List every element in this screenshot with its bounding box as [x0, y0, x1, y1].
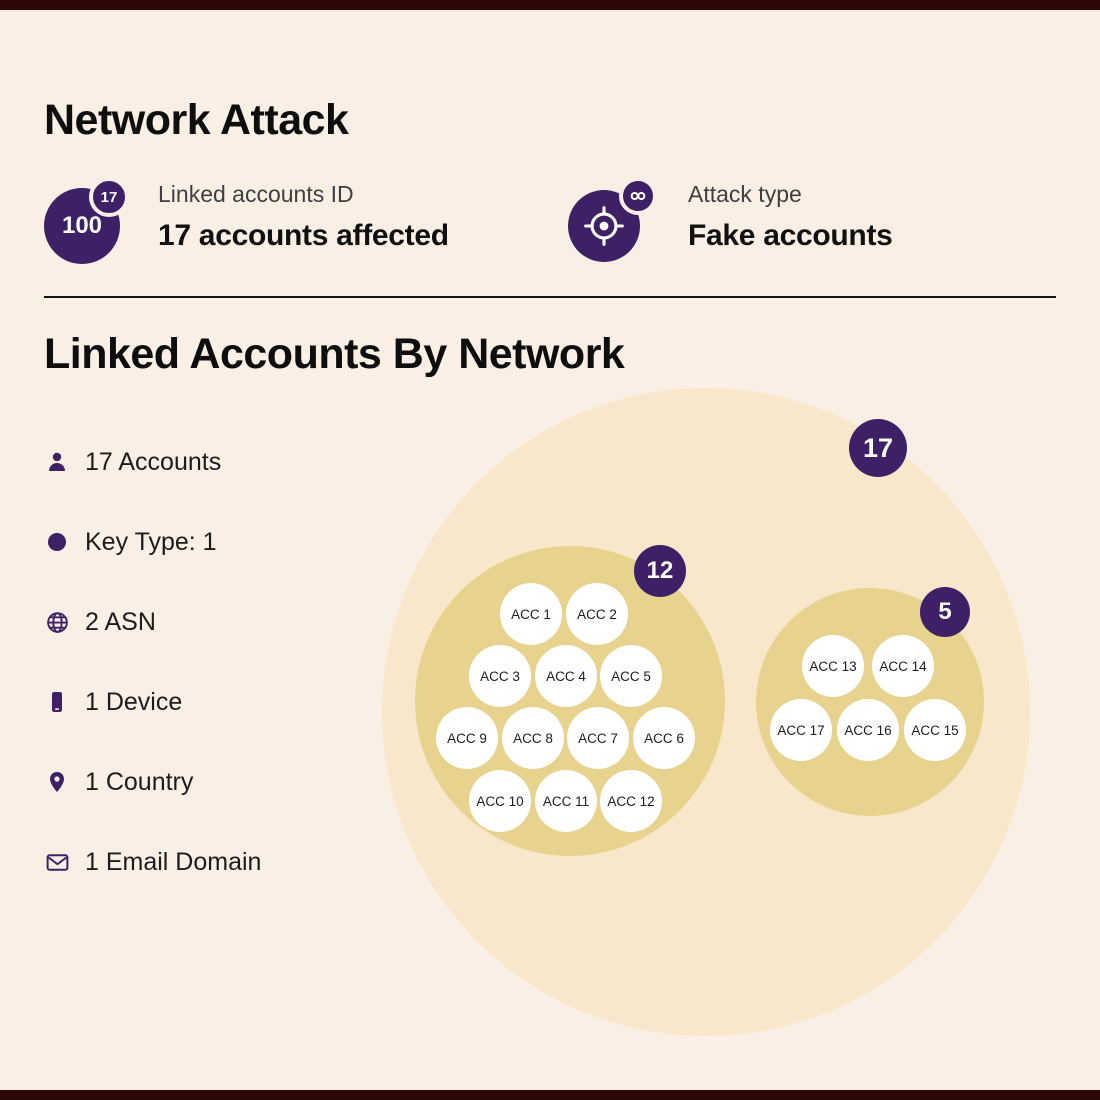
cluster-1-badge: 12 [634, 545, 686, 597]
network-total-badge-value: 17 [862, 432, 894, 463]
target-icon [582, 204, 626, 248]
linked-accounts-label: Linked accounts ID [158, 181, 354, 207]
accounts-count-badge-value: 17 [100, 188, 118, 206]
account-node: ACC 2 [566, 583, 628, 645]
account-node: ACC 15 [904, 699, 966, 761]
legend-item-device: 1 Device [44, 686, 182, 718]
account-node: ACC 13 [802, 635, 864, 697]
account-node: ACC 6 [633, 707, 695, 769]
account-node: ACC 8 [502, 707, 564, 769]
legend-label: 1 Device [85, 687, 183, 716]
accounts-score-value: 100 [61, 212, 103, 239]
account-node: ACC 4 [535, 645, 597, 707]
cluster-2-badge: 5 [920, 587, 970, 637]
accounts-affected-value: 17 accounts affected [158, 219, 449, 252]
cluster-2-badge-value: 5 [938, 598, 952, 625]
location-pin-icon [44, 769, 70, 795]
legend-label: 1 Email Domain [85, 847, 262, 876]
account-node: ACC 16 [837, 699, 899, 761]
account-node: ACC 10 [469, 770, 531, 832]
page-title: Network Attack [44, 96, 349, 144]
email-domain-icon [44, 849, 70, 875]
account-node: ACC 14 [872, 635, 934, 697]
duplicate-accounts-icon [628, 186, 648, 206]
section-title: Linked Accounts By Network [44, 330, 625, 378]
accounts-count-badge: 17 [89, 177, 129, 217]
attack-type-badge [619, 177, 657, 215]
device-icon [44, 689, 70, 715]
account-node: ACC 5 [600, 645, 662, 707]
legend-item-email-domain: 1 Email Domain [44, 846, 261, 878]
account-node: ACC 9 [436, 707, 498, 769]
account-node: ACC 11 [535, 770, 597, 832]
network-total-badge: 17 [849, 419, 907, 477]
globe-icon [44, 609, 70, 635]
account-node: ACC 3 [469, 645, 531, 707]
legend-item-key-type: Key Type: 1 [44, 526, 217, 558]
account-node: ACC 1 [500, 583, 562, 645]
legend-item-accounts: 17 Accounts [44, 446, 221, 478]
attack-type-value: Fake accounts [688, 219, 893, 252]
attack-type-label: Attack type [688, 181, 802, 207]
key-type-dot-icon [44, 529, 70, 555]
legend-label: 2 ASN [85, 607, 156, 636]
account-node: ACC 7 [567, 707, 629, 769]
legend-label: Key Type: 1 [85, 527, 217, 556]
attack-type-circle [568, 190, 640, 262]
top-border-bar [0, 0, 1100, 10]
legend-item-country: 1 Country [44, 766, 193, 798]
legend-label: 17 Accounts [85, 447, 222, 476]
person-icon [44, 449, 70, 475]
legend-label: 1 Country [85, 767, 194, 796]
account-node: ACC 12 [600, 770, 662, 832]
cluster-1-badge-value: 12 [646, 557, 674, 584]
account-node: ACC 17 [770, 699, 832, 761]
section-divider [44, 296, 1056, 298]
legend-item-asn: 2 ASN [44, 606, 156, 638]
bottom-border-bar [0, 1090, 1100, 1100]
